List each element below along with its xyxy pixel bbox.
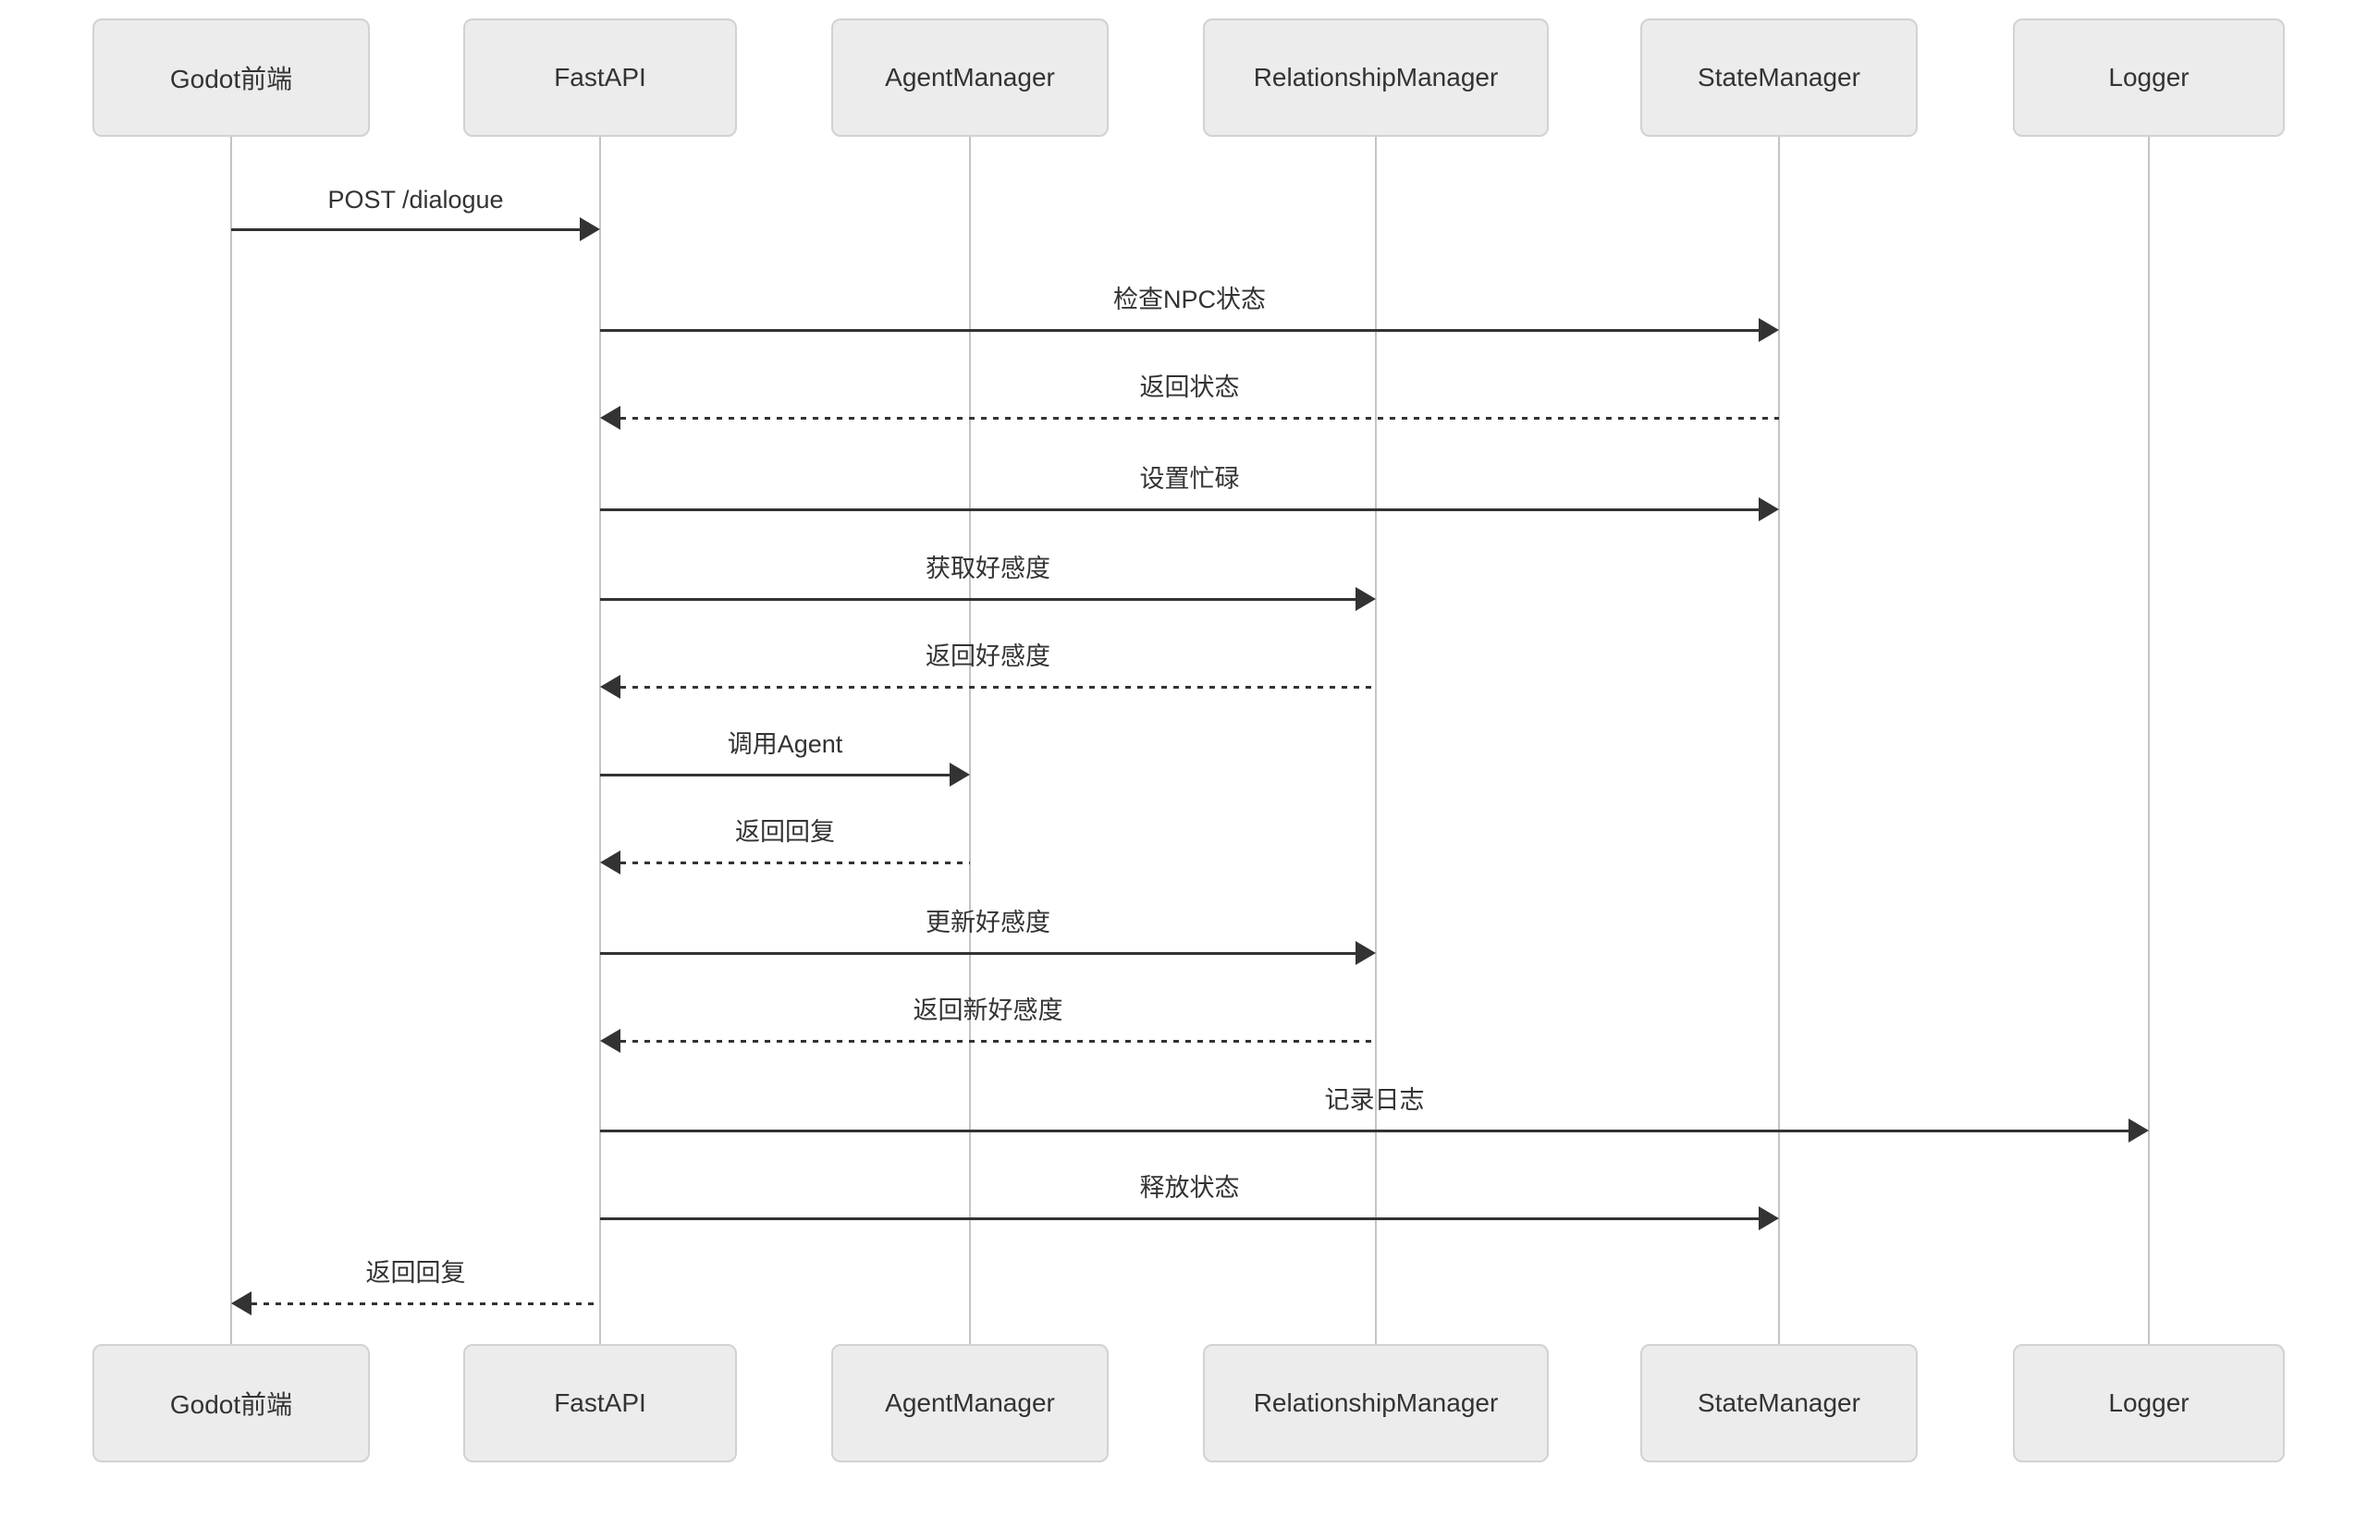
message-label: 返回回复 [365, 1259, 466, 1287]
message-arrow-solid [600, 951, 1356, 955]
message-label: 释放状态 [1139, 1174, 1240, 1202]
arrowhead-icon [950, 763, 970, 787]
arrowhead-icon [1759, 1206, 1779, 1230]
arrowhead-icon [231, 1291, 251, 1315]
lifeline-logger [2148, 137, 2150, 1344]
participant-bottom-agent-manager: AgentManager [831, 1344, 1109, 1462]
arrowhead-icon [1759, 318, 1779, 342]
arrowhead-icon [1356, 941, 1376, 965]
participant-top-agent-manager: AgentManager [831, 18, 1109, 137]
message-label: 调用Agent [727, 730, 843, 758]
lifeline-godot-frontend [230, 137, 232, 1344]
participant-top-logger: Logger [2013, 18, 2285, 137]
lifeline-agent-manager [969, 137, 971, 1344]
participant-bottom-fastapi: FastAPI [463, 1344, 737, 1462]
participant-label: AgentManager [885, 1388, 1055, 1417]
message-label: 更新好感度 [926, 909, 1050, 936]
message-label: 设置忙碌 [1139, 465, 1240, 493]
participant-label: Godot前端 [169, 65, 293, 93]
participant-label: FastAPI [554, 1388, 646, 1417]
message-arrow-solid [231, 227, 580, 231]
participant-top-fastapi: FastAPI [463, 18, 737, 137]
participant-label: RelationshipManager [1253, 1388, 1499, 1417]
participant-bottom-state-manager: StateManager [1640, 1344, 1918, 1462]
message-arrow-dashed [620, 861, 970, 864]
participant-label: AgentManager [885, 63, 1055, 92]
participant-label: Logger [2108, 63, 2190, 92]
participant-label: StateManager [1698, 63, 1860, 92]
message-label: 返回好感度 [926, 642, 1050, 670]
arrowhead-icon [600, 850, 620, 874]
message-label: POST /dialogue [327, 186, 504, 214]
arrowhead-icon [580, 217, 600, 241]
participant-label: Logger [2108, 1388, 2190, 1417]
arrowhead-icon [600, 1029, 620, 1053]
message-arrow-solid [600, 773, 950, 776]
arrowhead-icon [600, 406, 620, 430]
message-label: 记录日志 [1324, 1086, 1425, 1114]
participant-bottom-relationship-manager: RelationshipManager [1203, 1344, 1549, 1462]
participant-top-relationship-manager: RelationshipManager [1203, 18, 1549, 137]
participant-top-godot-frontend: Godot前端 [92, 18, 370, 137]
message-arrow-solid [600, 1129, 2129, 1132]
message-arrow-solid [600, 328, 1759, 332]
message-arrow-solid [600, 597, 1356, 601]
message-arrow-dashed [620, 1039, 1376, 1043]
participant-label: FastAPI [554, 63, 646, 92]
message-arrow-dashed [620, 416, 1779, 420]
message-arrow-solid [600, 507, 1759, 511]
message-label: 检查NPC状态 [1112, 286, 1267, 313]
participant-label: RelationshipManager [1253, 63, 1499, 92]
message-label: 返回状态 [1139, 373, 1240, 401]
arrowhead-icon [600, 675, 620, 699]
message-label: 返回回复 [735, 818, 835, 846]
participant-label: Godot前端 [169, 1390, 293, 1419]
message-arrow-dashed [620, 685, 1376, 689]
message-label: 返回新好感度 [913, 996, 1063, 1024]
participant-label: StateManager [1698, 1388, 1860, 1417]
message-arrow-dashed [251, 1302, 600, 1305]
lifeline-state-manager [1778, 137, 1780, 1344]
participant-bottom-godot-frontend: Godot前端 [92, 1344, 370, 1462]
message-label: 获取好感度 [926, 555, 1050, 582]
arrowhead-icon [1759, 497, 1779, 521]
participant-bottom-logger: Logger [2013, 1344, 2285, 1462]
lifeline-relationship-manager [1375, 137, 1377, 1344]
arrowhead-icon [2129, 1118, 2149, 1143]
participant-top-state-manager: StateManager [1640, 18, 1918, 137]
message-arrow-solid [600, 1216, 1759, 1220]
lifeline-fastapi [599, 137, 601, 1344]
arrowhead-icon [1356, 587, 1376, 611]
